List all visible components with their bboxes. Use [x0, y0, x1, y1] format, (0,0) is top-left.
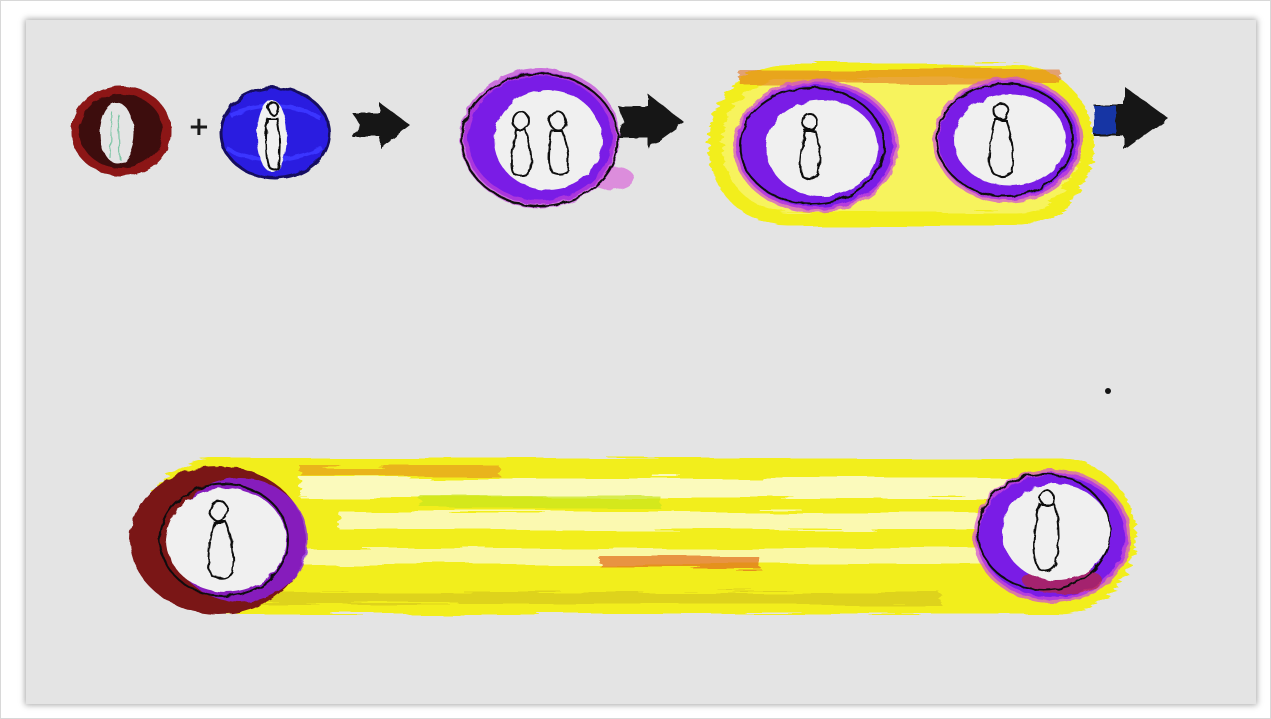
blue-cell-icon: [219, 86, 331, 180]
purple-two-nuclei-cell-icon: [460, 68, 634, 208]
yellow-elongated-cell-icon: [130, 458, 1136, 614]
yellow-paired-cells-icon: [708, 64, 1094, 226]
red-ring-cell-icon: [71, 86, 171, 176]
arrow-icon: [1094, 86, 1168, 150]
arrow-icon: [618, 94, 684, 148]
arrow-icon: [352, 103, 410, 148]
ink-dot: [1105, 388, 1111, 394]
plus-sign: +: [188, 112, 210, 142]
